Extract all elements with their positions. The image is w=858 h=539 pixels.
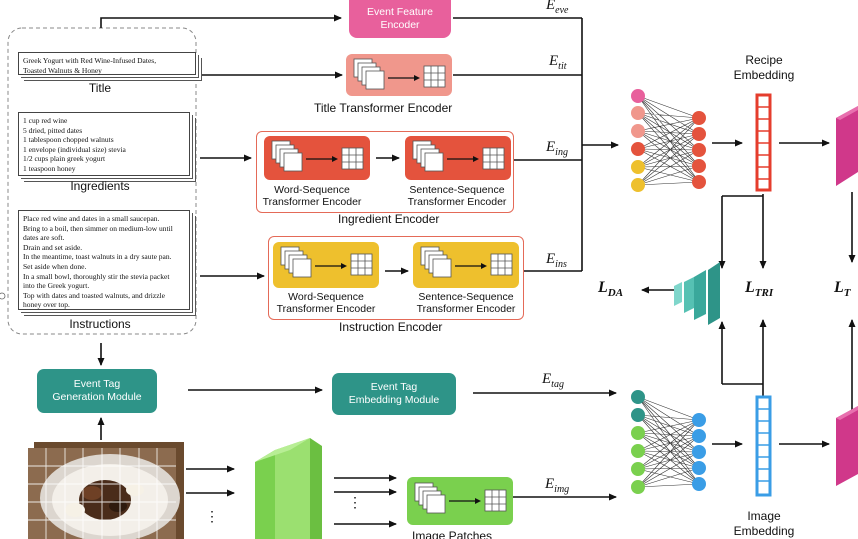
recipe-input-frame bbox=[7, 27, 197, 335]
edge-handle bbox=[0, 292, 6, 300]
instruction-word-seq-label-line-1: Word-Sequence bbox=[288, 291, 364, 303]
instruction-line: dates are soft. bbox=[23, 233, 65, 243]
image-mlp bbox=[631, 390, 706, 494]
recipe-embedding-vector bbox=[755, 93, 772, 192]
image-embedding-label: Image Embedding bbox=[718, 509, 810, 539]
ingredient-sentence-seq-label-line-1: Sentence-Sequence bbox=[409, 184, 505, 196]
instruction-line: In the meantime, toast walnuts in a dry … bbox=[23, 252, 172, 262]
ingredient-encoder-label: Ingredient Encoder bbox=[338, 212, 440, 226]
recipe-embedding-label-line-1: Recipe bbox=[745, 53, 783, 67]
recipe-embedding-label-line-2: Embedding bbox=[733, 68, 795, 82]
domain-discriminator bbox=[674, 262, 720, 325]
loss-domain-adaptation: LDA bbox=[598, 279, 624, 300]
ingredient-word-seq-label-line-1: Word-Sequence bbox=[274, 184, 350, 196]
ingredient-encoder-frame bbox=[256, 131, 514, 213]
image-embedding-label-line-2: Embedding bbox=[733, 524, 795, 538]
event-feature-encoder-line-1: Event Feature bbox=[367, 6, 433, 18]
instruction-sentence-seq-label: Sentence-Sequence Transformer Encoder bbox=[402, 291, 530, 315]
ingredient-sentence-seq-label: Sentence-Sequence Transformer Encoder bbox=[393, 184, 521, 208]
food-image bbox=[28, 442, 184, 539]
instruction-sentence-seq-label-line-1: Sentence-Sequence bbox=[418, 291, 514, 303]
ingredient-line: 1 envelope (individual size) stevia bbox=[23, 144, 126, 154]
instruction-line: Top with dates and toasted walnuts, and … bbox=[23, 290, 165, 300]
arrow-to-event-feature-encoder bbox=[100, 14, 342, 28]
title-line: Greek Yogurt with Red Wine-Infused Dates… bbox=[23, 56, 157, 65]
ingredient-word-seq-label: Word-Sequence Transformer Encoder bbox=[256, 184, 368, 208]
recipe-projection-block bbox=[836, 106, 858, 186]
title-transformer-encoder-label: Title Transformer Encoder bbox=[314, 101, 453, 115]
feature-label-eve: Eeve bbox=[546, 0, 569, 16]
title-line: Toasted Walnuts & Honey bbox=[23, 65, 102, 75]
instruction-line: into the Greek yogurt. bbox=[23, 281, 90, 291]
instruction-sentence-seq-label-line-2: Transformer Encoder bbox=[416, 303, 516, 315]
instructions-label: Instructions bbox=[69, 317, 131, 331]
image-embedding-vector bbox=[755, 395, 772, 497]
ingredient-sentence-seq-label-line-2: Transformer Encoder bbox=[407, 196, 507, 208]
recipe-embedding-label: Recipe Embedding bbox=[718, 53, 810, 83]
ingredient-line: 1 cup red wine bbox=[23, 116, 68, 125]
image-embedding-label-line-1: Image bbox=[747, 509, 781, 523]
event-feature-encoder-line-2: Encoder bbox=[380, 19, 420, 31]
title-label: Title bbox=[88, 81, 112, 95]
loss-triplet-partial: LT bbox=[834, 279, 851, 300]
instruction-line: Set aside when done. bbox=[23, 261, 87, 271]
image-row-ellipsis: ⋮ bbox=[205, 508, 219, 524]
event-tag-embedding-line-1: Event Tag bbox=[370, 381, 418, 393]
transformer-glyph bbox=[412, 140, 505, 172]
feature-label-tit: Etit bbox=[549, 53, 567, 72]
ingredient-line: 1 tablespoon chopped walnuts bbox=[23, 135, 114, 145]
title-text: Greek Yogurt with Red Wine-Infused Dates… bbox=[23, 56, 191, 75]
event-tag-generation-line-2: Generation Module bbox=[52, 391, 142, 403]
instruction-encoder-label: Instruction Encoder bbox=[339, 320, 443, 334]
title-transformer-block bbox=[346, 54, 452, 96]
instruction-line: Drain and set aside. bbox=[23, 242, 83, 252]
feature-label-ins: Eins bbox=[546, 251, 567, 270]
title-text-card: Greek Yogurt with Red Wine-Infused Dates… bbox=[18, 52, 196, 75]
instruction-line: Place red wine and dates in a small sauc… bbox=[23, 214, 160, 223]
ingredient-word-seq-label-line-2: Transformer Encoder bbox=[262, 196, 362, 208]
event-tag-generation-line-1: Event Tag bbox=[73, 378, 121, 390]
image-projection-block bbox=[836, 406, 858, 486]
instruction-word-seq-block bbox=[273, 242, 379, 288]
instruction-line: In a small bowl, thoroughly stir the ste… bbox=[23, 271, 170, 281]
instruction-word-seq-label-line-2: Transformer Encoder bbox=[276, 303, 376, 315]
instruction-word-seq-label: Word-Sequence Transformer Encoder bbox=[266, 291, 386, 315]
feature-label-ing: Eing bbox=[546, 139, 568, 158]
patch-row-ellipsis: ⋮ bbox=[348, 494, 362, 510]
instructions-text-card: Place red wine and dates in a small sauc… bbox=[18, 210, 190, 310]
transformer-glyph bbox=[420, 246, 513, 278]
ingredient-line: 5 dried, pitted dates bbox=[23, 125, 83, 135]
image-backbone-block bbox=[255, 438, 322, 539]
transformer-glyph bbox=[353, 58, 446, 90]
instructions-text: Place red wine and dates in a small sauc… bbox=[23, 214, 185, 310]
transformer-glyph bbox=[280, 246, 373, 278]
instruction-encoder-frame bbox=[268, 236, 524, 320]
image-patches-block bbox=[407, 477, 513, 525]
instruction-line: honey over top. bbox=[23, 300, 70, 310]
event-tag-embedding-line-2: Embedding Module bbox=[348, 394, 440, 406]
transformer-glyph bbox=[271, 140, 364, 172]
ingredient-word-seq-block bbox=[264, 136, 370, 180]
loss-triplet: LTRI bbox=[745, 279, 774, 300]
ingredient-line: 1/2 cups plain greek yogurt bbox=[23, 154, 106, 164]
ingredients-label: Ingredients bbox=[70, 179, 130, 193]
ingredient-line: 1 teaspoon honey bbox=[23, 163, 76, 173]
recipe-mlp bbox=[631, 89, 706, 192]
image-patches-label: Image Patches bbox=[412, 529, 493, 539]
feature-label-tag: Etag bbox=[542, 371, 564, 390]
ingredient-sentence-seq-block bbox=[405, 136, 511, 180]
instruction-line: Bring to a boil, then simmer on medium-l… bbox=[23, 223, 173, 233]
transformer-glyph bbox=[414, 482, 507, 514]
instruction-sentence-seq-block bbox=[413, 242, 519, 288]
feature-label-img: Eimg bbox=[545, 476, 570, 495]
